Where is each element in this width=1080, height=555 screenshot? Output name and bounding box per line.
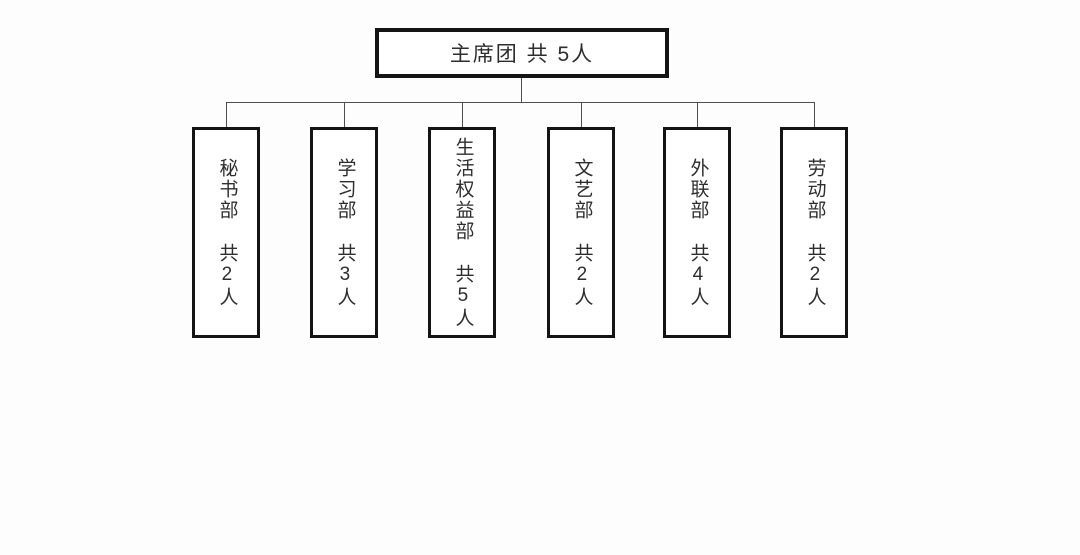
dept-node-2-text: 学习部 共3人 — [334, 158, 355, 308]
dept-name: 文艺部 — [571, 157, 593, 221]
root-node-label: 主席团 共 5人 — [449, 43, 595, 66]
connector-rail — [226, 102, 815, 103]
connector-stub-6 — [814, 103, 815, 128]
dept-node-4: 文艺部 共2人 — [547, 127, 615, 338]
dept-node-3-text: 生活权益部 共5人 — [452, 137, 473, 329]
dept-count: 共2人 — [571, 242, 593, 308]
dept-count: 共2人 — [216, 242, 238, 308]
connector-stub-4 — [581, 103, 582, 128]
dept-count: 共4人 — [687, 242, 709, 308]
dept-node-3: 生活权益部 共5人 — [428, 127, 496, 338]
dept-name: 秘书部 — [216, 157, 238, 221]
dept-count: 共5人 — [452, 263, 474, 329]
dept-count: 共2人 — [804, 242, 826, 308]
connector-stub-1 — [226, 103, 227, 128]
dept-node-6: 劳动部 共2人 — [780, 127, 848, 338]
dept-node-1-text: 秘书部 共2人 — [216, 158, 237, 308]
root-node-box: 主席团 共 5人 — [375, 28, 669, 78]
dept-node-2: 学习部 共3人 — [310, 127, 378, 338]
connector-trunk — [521, 78, 522, 103]
connector-stub-2 — [344, 103, 345, 128]
dept-node-6-text: 劳动部 共2人 — [804, 158, 825, 308]
dept-name: 劳动部 — [804, 157, 826, 221]
dept-node-4-text: 文艺部 共2人 — [571, 158, 592, 308]
dept-name: 学习部 — [334, 157, 356, 221]
dept-node-5-text: 外联部 共4人 — [687, 158, 708, 308]
dept-node-5: 外联部 共4人 — [663, 127, 731, 338]
dept-name: 生活权益部 — [452, 136, 474, 242]
connector-stub-3 — [462, 103, 463, 128]
dept-count: 共3人 — [334, 242, 356, 308]
dept-name: 外联部 — [687, 157, 709, 221]
connector-stub-5 — [697, 103, 698, 128]
dept-node-1: 秘书部 共2人 — [192, 127, 260, 338]
